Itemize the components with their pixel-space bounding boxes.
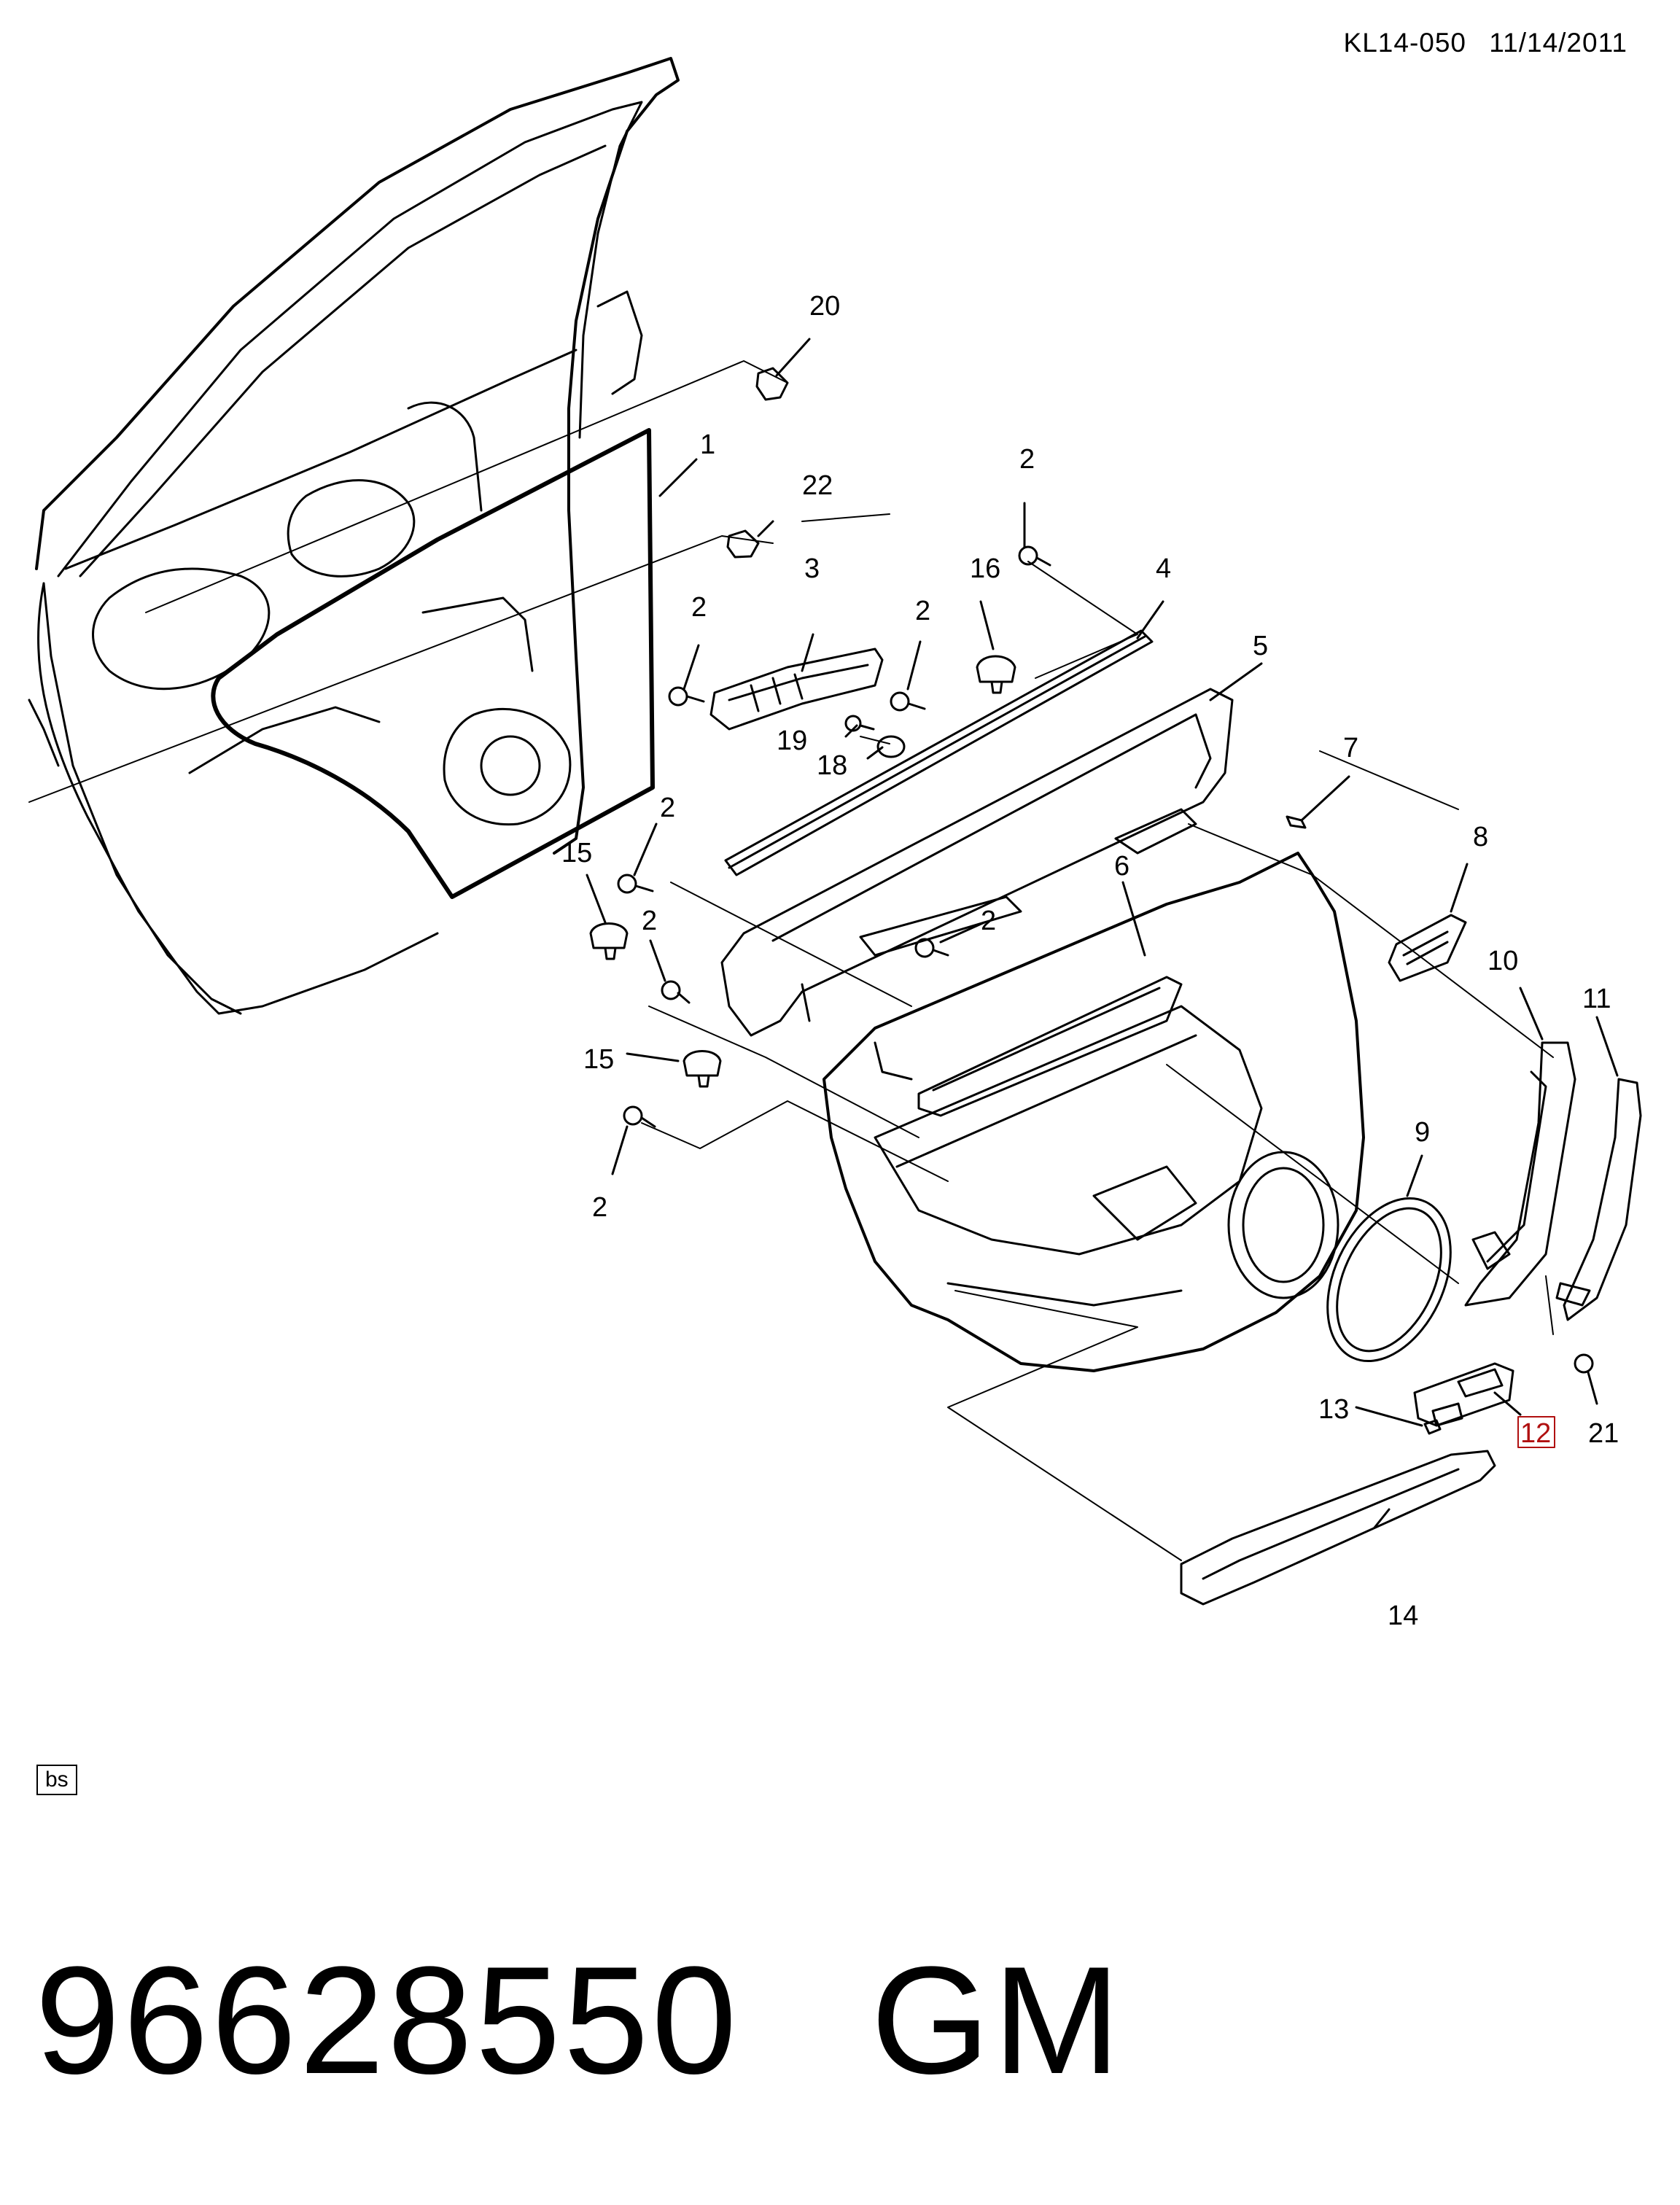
screw-icon xyxy=(668,686,705,707)
screw-icon xyxy=(617,874,654,894)
callout-20: 20 xyxy=(809,291,840,322)
part-8-grille xyxy=(1388,914,1467,982)
callout-2-mid: 2 xyxy=(915,596,930,626)
callout-18: 18 xyxy=(817,750,847,781)
callout-4: 4 xyxy=(1156,553,1171,584)
callout-6: 6 xyxy=(1114,851,1129,882)
reference-lines xyxy=(28,360,1554,1561)
callout-1: 1 xyxy=(700,429,715,460)
screw-icon xyxy=(623,1105,656,1128)
bs-tag: bs xyxy=(36,1765,77,1795)
callout-3: 3 xyxy=(804,553,820,584)
part-9-speaker-ring xyxy=(1326,1197,1452,1363)
callout-15-top: 15 xyxy=(561,838,592,868)
callout-labels: 20 1 22 2 3 16 4 2 2 5 19 18 7 2 15 8 6 … xyxy=(561,291,1619,1631)
screw-icon xyxy=(914,938,949,958)
part-12-window-switch xyxy=(1413,1362,1514,1427)
highlight-box xyxy=(1517,1416,1555,1448)
main-door-panel xyxy=(822,852,1365,1372)
part-10-pull-handle xyxy=(1464,1041,1576,1307)
diagram-code: KL14-050 xyxy=(1343,28,1467,58)
callout-19: 19 xyxy=(777,726,807,756)
screw-icon xyxy=(661,980,691,1004)
fasteners xyxy=(589,367,1594,1435)
callout-8: 8 xyxy=(1473,822,1488,852)
callout-leaders xyxy=(586,338,1619,1529)
screw-icon xyxy=(844,715,875,732)
callout-2-lower: 2 xyxy=(660,793,675,823)
part-5-upper-trim xyxy=(720,688,1234,1037)
footer-part-number-line: 96628550 GM xyxy=(35,1932,1124,2109)
callout-12: 12 xyxy=(1520,1418,1551,1449)
callout-5: 5 xyxy=(1253,631,1268,661)
callout-13: 13 xyxy=(1318,1394,1349,1425)
header-reference: KL14-050 11/14/2011 xyxy=(1329,28,1628,58)
brand-name: GM xyxy=(871,1934,1124,2106)
callout-2-top: 2 xyxy=(1019,444,1035,475)
part-number: 96628550 xyxy=(35,1934,740,2106)
part-6-insert xyxy=(917,976,1183,1117)
part-3-handle-bracket xyxy=(709,648,884,731)
callout-10: 10 xyxy=(1488,946,1518,976)
part-14-armrest xyxy=(1180,1450,1496,1606)
callout-2-center: 2 xyxy=(981,906,996,936)
diagram-date: 11/14/2011 xyxy=(1489,28,1628,58)
door-frame xyxy=(28,57,680,1015)
callout-16: 16 xyxy=(970,553,1000,584)
callout-2-left-lower: 2 xyxy=(642,906,657,936)
screw-icon xyxy=(1018,545,1051,567)
screw-icon xyxy=(890,691,926,712)
callout-2-left: 2 xyxy=(691,592,707,623)
callout-21: 21 xyxy=(1588,1418,1619,1449)
callout-11: 11 xyxy=(1582,984,1611,1014)
part-11-bezel xyxy=(1555,1078,1642,1321)
callout-7: 7 xyxy=(1343,733,1358,763)
callout-14: 14 xyxy=(1388,1601,1418,1631)
callout-15-bottom: 15 xyxy=(583,1044,614,1075)
callout-22: 22 xyxy=(802,470,833,501)
part-4-belt-molding xyxy=(724,629,1154,876)
callout-9: 9 xyxy=(1415,1117,1430,1148)
callout-2-bottom: 2 xyxy=(592,1192,607,1223)
